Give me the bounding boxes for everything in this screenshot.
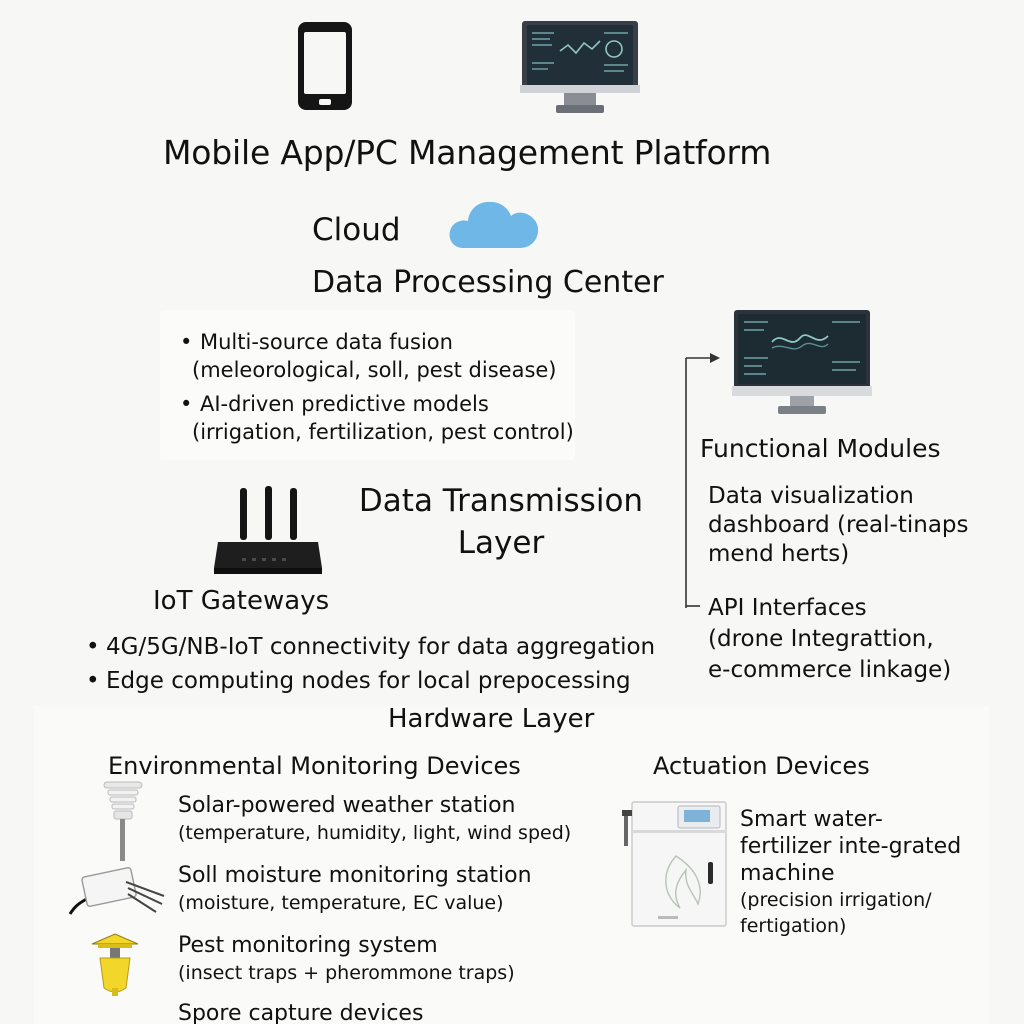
module-visualization: Data visualization dashboard (real-tinap… bbox=[708, 480, 969, 571]
device-detail: (moisture, temperature, EC value) bbox=[178, 892, 504, 914]
weather-station-icon bbox=[92, 780, 154, 864]
actuator-description: Smart water- fertilizer inte-grated mach… bbox=[740, 806, 961, 939]
bullet-line: (meleorological, soll, pest disease) bbox=[192, 358, 557, 382]
actuator-line: (precision irrigation/ bbox=[740, 889, 932, 911]
cloud-label: Cloud bbox=[312, 212, 401, 248]
module-line: (drone Integrattion, bbox=[708, 626, 934, 652]
module-line: Data visualization bbox=[708, 483, 914, 509]
module-line: dashboard (real-tinaps bbox=[708, 512, 969, 538]
bullet-line: (irrigation, fertilization, pest control… bbox=[192, 420, 574, 444]
device-weather-station: Solar-powered weather station (temperatu… bbox=[178, 792, 571, 846]
transmission-layer-title: Data Transmission Layer bbox=[348, 480, 654, 564]
actuator-line: Smart water- bbox=[740, 807, 883, 832]
processing-bullet: Multi-source data fusion (meleorological… bbox=[178, 328, 574, 384]
device-name: Soll moisture monitoring station bbox=[178, 863, 532, 888]
processing-bullets: Multi-source data fusion (meleorological… bbox=[178, 328, 574, 446]
router-icon bbox=[212, 484, 324, 580]
module-api: API Interfaces (drone Integrattion, e-co… bbox=[708, 592, 951, 687]
hardware-layer-panel bbox=[34, 706, 989, 1024]
actuation-devices-title: Actuation Devices bbox=[653, 752, 870, 780]
device-detail: (insect traps + pherommone traps) bbox=[178, 962, 515, 984]
processing-bullet: AI-driven predictive models (irrigation,… bbox=[178, 390, 574, 446]
device-spore-capture: Spore capture devices bbox=[178, 1001, 424, 1024]
fertigation-machine-icon bbox=[618, 796, 730, 930]
actuator-line: fertilizer inte-grated bbox=[740, 834, 962, 859]
insect-trap-icon bbox=[88, 930, 142, 998]
device-detail: (temperature, humidity, light, wind sped… bbox=[178, 822, 572, 844]
device-pest-monitoring: Pest monitoring system (insect traps + p… bbox=[178, 932, 515, 986]
functional-modules-title: Functional Modules bbox=[700, 434, 941, 463]
bullet-line: Multi-source data fusion bbox=[200, 330, 453, 354]
data-processing-panel: Multi-source data fusion (meleorological… bbox=[160, 310, 575, 460]
data-processing-center-title: Data Processing Center bbox=[312, 265, 664, 300]
desktop-monitor-icon bbox=[520, 19, 640, 119]
smartphone-icon bbox=[296, 20, 354, 112]
cloud-icon bbox=[446, 192, 544, 250]
device-name: Solar-powered weather station bbox=[178, 793, 516, 818]
transmission-bullets: 4G/5G/NB-IoT connectivity for data aggre… bbox=[84, 630, 655, 698]
actuator-line: machine bbox=[740, 861, 835, 886]
dashboard-monitor-icon bbox=[732, 308, 872, 418]
module-line: API Interfaces bbox=[708, 595, 867, 621]
transmission-title-line: Layer bbox=[457, 525, 545, 561]
soil-probe-icon bbox=[66, 864, 170, 924]
device-name: Pest monitoring system bbox=[178, 933, 438, 958]
module-line: e-commerce linkage) bbox=[708, 657, 952, 683]
iot-gateways-label: IoT Gateways bbox=[153, 586, 330, 616]
hardware-layer-title: Hardware Layer bbox=[388, 704, 595, 734]
bullet-line: AI-driven predictive models bbox=[200, 392, 489, 416]
transmission-bullet: 4G/5G/NB-IoT connectivity for data aggre… bbox=[84, 630, 655, 664]
transmission-title-line: Data Transmission bbox=[358, 483, 644, 519]
module-line: mend herts) bbox=[708, 541, 850, 567]
transmission-bullet: Edge computing nodes for local prepocess… bbox=[84, 664, 655, 698]
connector-arrow bbox=[680, 350, 724, 612]
platform-title: Mobile App/PC Management Platform bbox=[163, 133, 772, 172]
actuator-line: fertigation) bbox=[740, 915, 847, 937]
device-soil-moisture: Soll moisture monitoring station (moistu… bbox=[178, 862, 532, 916]
environmental-devices-title: Environmental Monitoring Devices bbox=[108, 752, 521, 780]
